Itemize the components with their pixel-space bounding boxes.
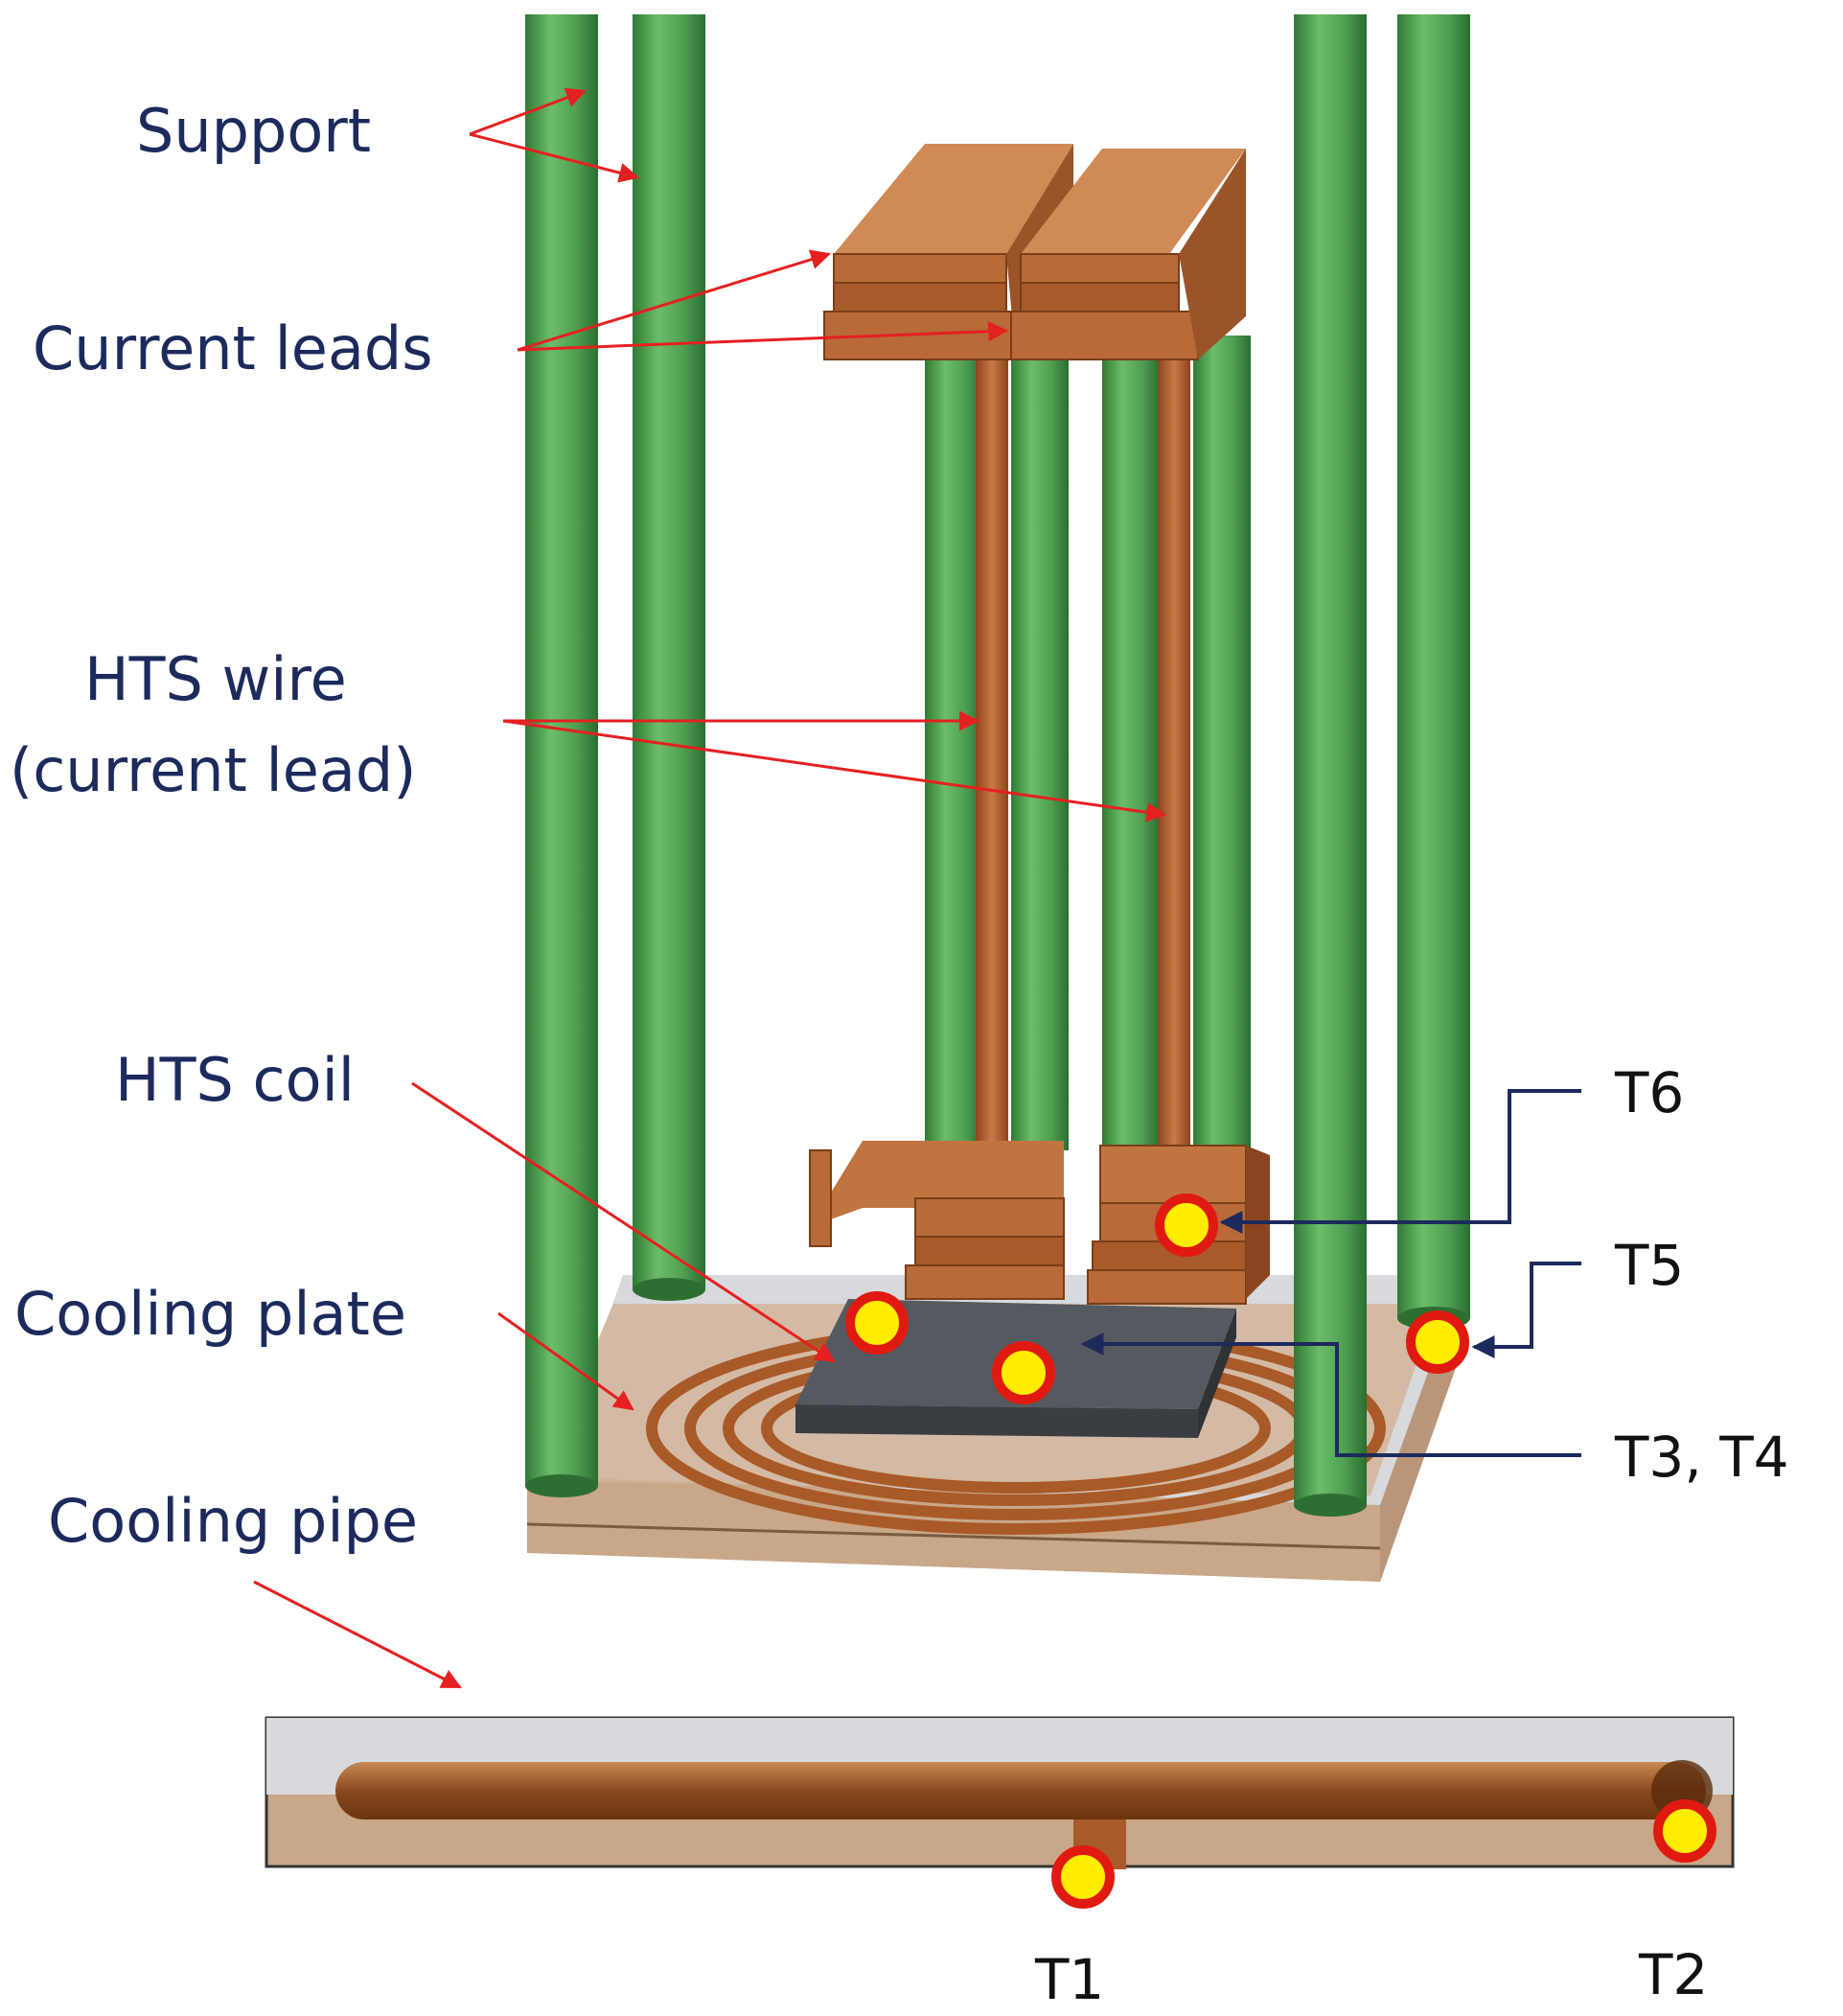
support-rod-right-1 <box>1294 14 1367 1517</box>
sensor-dot-t2 <box>1653 1799 1716 1863</box>
label-cooling-plate: Cooling plate <box>14 1279 406 1349</box>
label-hts-coil: HTS coil <box>115 1045 355 1115</box>
current-lead-bottom-left <box>809 1141 1065 1300</box>
support-rod-left-2 <box>633 14 705 1301</box>
sensor-dot-t1 <box>1051 1845 1115 1909</box>
sensor-dot-t4 <box>992 1341 1055 1404</box>
sensor-dot-t5 <box>1406 1310 1469 1374</box>
label-hts-wire-line2: (current lead) <box>10 735 416 805</box>
label-support: Support <box>136 96 371 166</box>
hts-wire-left <box>976 316 1008 1160</box>
label-current-leads: Current leads <box>33 313 433 383</box>
label-t3-t4: T3, T4 <box>1614 1425 1789 1490</box>
label-t1: T1 <box>1034 1947 1104 2012</box>
navy-leader-lines <box>1080 1089 1581 1457</box>
label-t2: T2 <box>1638 1942 1708 2007</box>
hts-wire-right <box>1158 316 1190 1160</box>
label-t5: T5 <box>1614 1233 1684 1298</box>
red-leader-lines <box>253 87 1167 1689</box>
support-rod-right-2 <box>1397 14 1470 1330</box>
support-rod-left-1 <box>525 14 598 1497</box>
sensor-dots <box>845 1193 1716 1909</box>
cooling-pipe-section <box>265 1716 1735 1869</box>
label-cooling-pipe: Cooling pipe <box>48 1486 418 1556</box>
label-hts-wire-line1: HTS wire <box>84 644 347 714</box>
current-lead-top-right <box>1010 149 1246 360</box>
sensor-dot-t6 <box>1155 1193 1218 1257</box>
sensor-dot-t3 <box>845 1291 909 1355</box>
inner-support-rods <box>925 336 1251 1150</box>
label-t6: T6 <box>1614 1060 1684 1125</box>
